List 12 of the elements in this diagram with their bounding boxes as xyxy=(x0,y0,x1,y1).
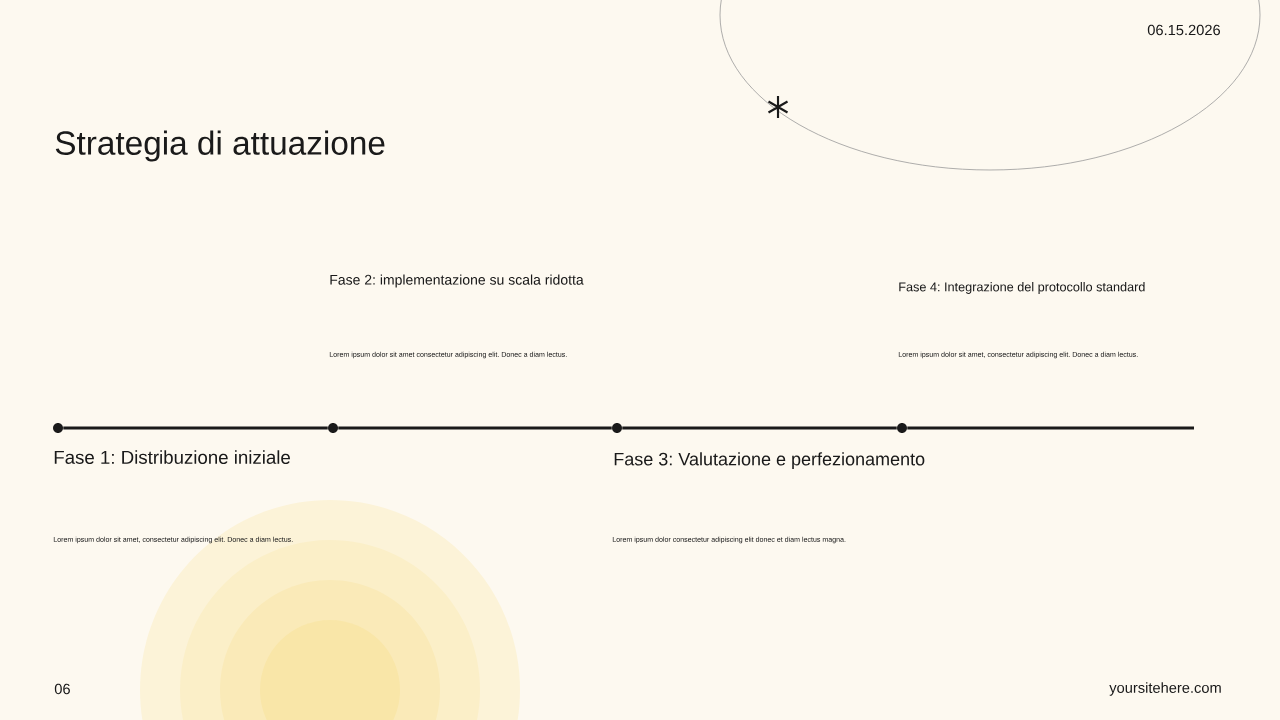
phase-heading: Fase 3: Valutazione e perfezionamento xyxy=(614,452,925,470)
page-number: 06 xyxy=(54,683,70,695)
phase-heading: Fase 4: Integrazione del protocollo standard xyxy=(899,282,1145,294)
website-text: yoursitehere.com xyxy=(1109,682,1221,696)
timeline-line xyxy=(907,426,1194,430)
timeline-line xyxy=(622,426,897,430)
phase-heading: Fase 2: implementazione su scala ridotta xyxy=(330,274,584,288)
phase-heading: Fase 1: Distribuzione iniziale xyxy=(54,450,290,464)
date-text: 06.15.2026 xyxy=(1147,24,1220,36)
timeline-line xyxy=(63,426,328,430)
slide-title: Strategia di attuazione xyxy=(55,130,385,162)
timeline-line xyxy=(338,426,612,430)
